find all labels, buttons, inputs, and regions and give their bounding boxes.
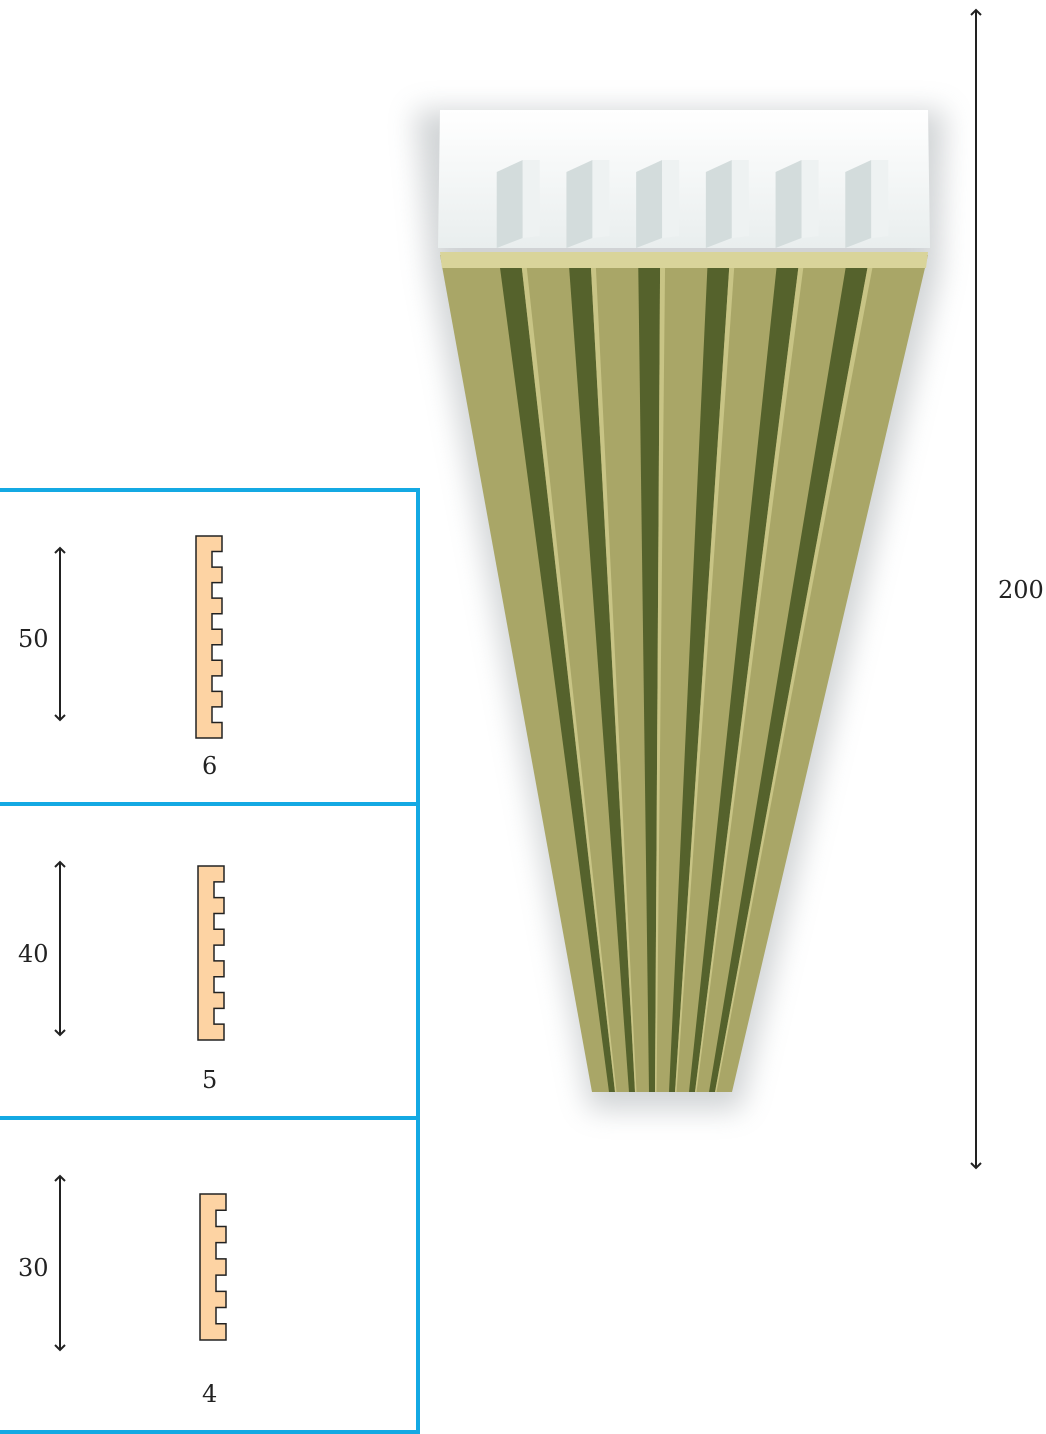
cap-notch: [705, 160, 732, 248]
cap-notch: [566, 160, 593, 248]
variant-3-count-label: 4: [202, 1380, 218, 1408]
ribbed-panel-3d-icon: [415, 110, 945, 1110]
cap-notch-face: [592, 160, 610, 238]
variant-1-height-label: 50: [18, 625, 49, 653]
cap-notch: [496, 160, 523, 248]
cap-notch-face: [662, 160, 680, 238]
slat-groove: [568, 258, 635, 1092]
cap-notch-face: [731, 160, 749, 238]
slat-profile-icon: [197, 865, 225, 1041]
variant-3-height-label: 30: [18, 1254, 49, 1282]
main-height-label: 200: [998, 576, 1044, 604]
slat-edge-highlight: [590, 258, 637, 1092]
slat-groove: [669, 258, 730, 1092]
slat-groove: [689, 258, 800, 1092]
slat-edge-highlight: [520, 258, 617, 1092]
variant-2-count-label: 5: [202, 1066, 218, 1094]
cap-notch: [636, 160, 663, 248]
slat-groove: [498, 258, 615, 1092]
slat-edge-highlight: [655, 258, 666, 1092]
slat-groove: [638, 258, 661, 1092]
slat-edge-highlight: [675, 258, 735, 1092]
slat-edge-highlight: [695, 258, 805, 1092]
cap-notch-face: [801, 160, 819, 238]
variant-1-count-label: 6: [202, 752, 218, 780]
cap-teeth: [496, 160, 889, 248]
cap-notch: [845, 160, 872, 248]
slat-profile-icon: [195, 535, 223, 739]
cap-notch-face: [522, 160, 540, 238]
slat-profile-icon: [199, 1193, 227, 1341]
variant-2-height-label: 40: [18, 940, 49, 968]
cap-notch-face: [871, 160, 889, 238]
slat-edge-highlight: [715, 258, 875, 1092]
slat-groove: [709, 258, 870, 1092]
slat-grooves: [498, 258, 875, 1092]
cap-notch: [775, 160, 802, 248]
